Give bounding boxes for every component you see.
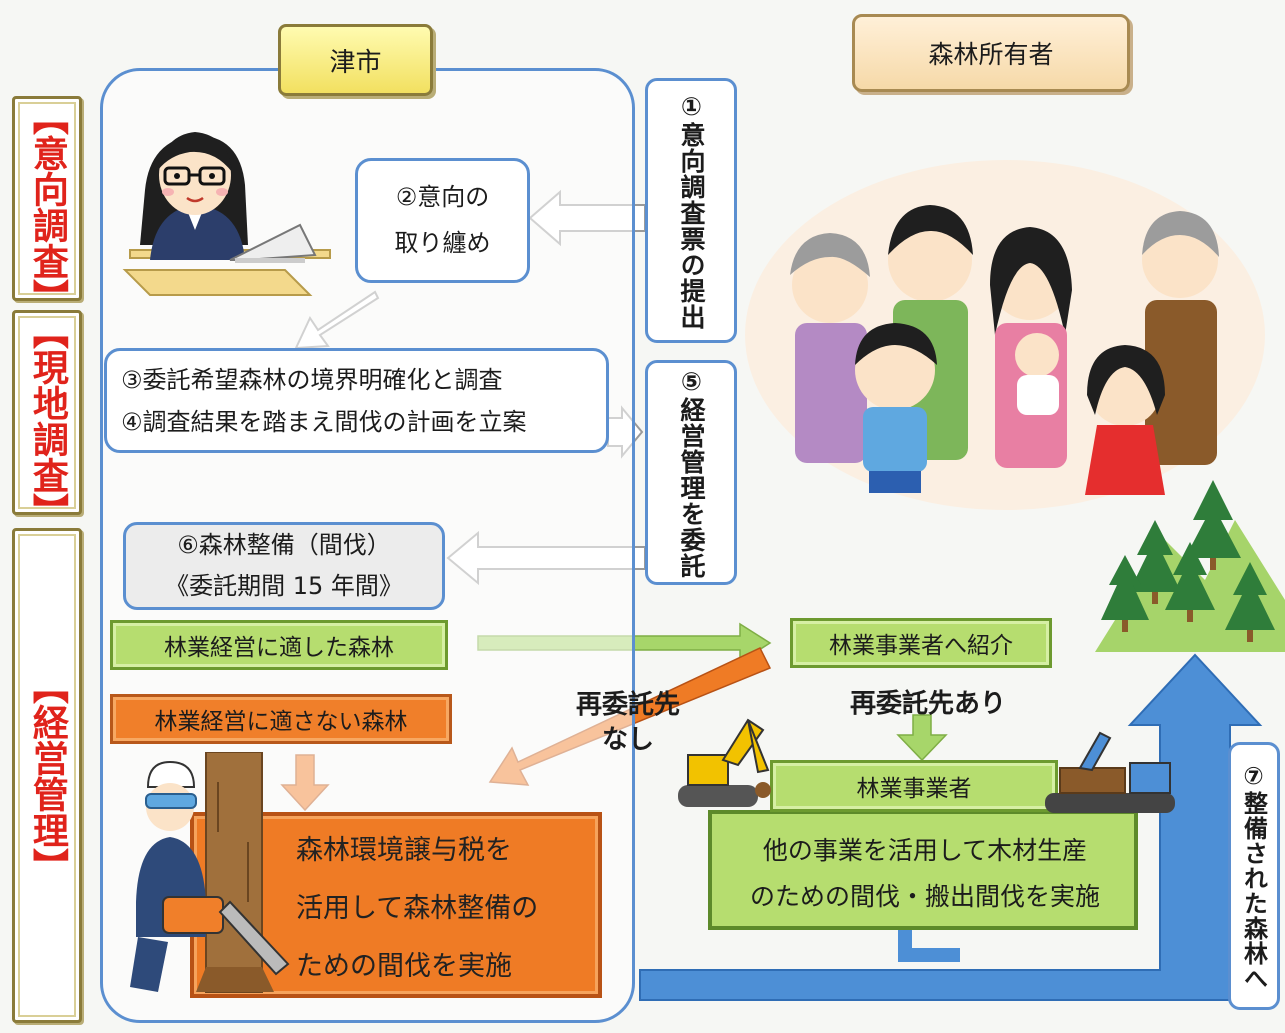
excavator-illustration xyxy=(678,718,771,807)
city-thinning-text: 森林環境譲与税を 活用して森林整備の ための間伐を実施 xyxy=(296,822,596,996)
step1-text: ①意向調査票の提出 xyxy=(677,91,706,330)
city-outcome-line1: 森林環境譲与税を xyxy=(296,835,512,866)
operator-outcome-line2: のための間伐・搬出間伐を実施 xyxy=(749,882,1100,911)
operator-thinning-text: 他の事業を活用して木材生産 のための間伐・搬出間伐を実施 xyxy=(720,828,1130,920)
phase-survey-label: 【意向調査】 xyxy=(12,96,82,315)
phase-management-label: 【経営管理】 xyxy=(12,528,82,1023)
introduce-operator-bar: 林業事業者へ紹介 xyxy=(790,618,1052,668)
step6-box: ⑥森林整備（間伐） 《委託期間 15 年間》 xyxy=(123,522,445,610)
forwarder-illustration xyxy=(1045,731,1175,813)
step5-text: ⑤経営管理を委託 xyxy=(677,366,706,579)
operator-thinning-box xyxy=(708,810,1138,930)
step5-box: ⑤経営管理を委託 xyxy=(645,360,737,585)
step2-line1: ②意向の xyxy=(395,182,490,211)
operator-connector xyxy=(898,930,960,962)
no-recontract-line1: 再委託先 xyxy=(575,690,680,720)
forest-trees-illustration xyxy=(1095,480,1285,652)
unsuitable-forest-bar: 林業経営に適さない森林 xyxy=(110,694,452,744)
step7-box: ⑦整備された森林へ xyxy=(1228,742,1280,1010)
no-recontract-label: 再委託先 なし xyxy=(548,688,708,758)
owner-header: 森林所有者 xyxy=(852,14,1130,92)
worker-chainsaw-illustration xyxy=(130,752,290,993)
operator-outcome-line1: 他の事業を活用して木材生産 xyxy=(762,836,1088,865)
city-outcome-line3: ための間伐を実施 xyxy=(296,951,512,982)
no-recontract-line2: なし xyxy=(601,725,654,756)
step6-line1: ⑥森林整備（間伐） xyxy=(177,531,391,560)
step4-text: ④調査結果を踏まえ間伐の計画を立案 xyxy=(121,408,527,436)
step6-line2: 《委託期間 15 年間》 xyxy=(165,572,403,600)
step3-text: ③委託希望森林の境界明確化と調査 xyxy=(121,366,503,394)
green-arrow-operator xyxy=(896,714,948,762)
step1-box: ①意向調査票の提出 xyxy=(645,78,737,343)
suitable-forest-bar: 林業経営に適した森林 xyxy=(110,620,448,670)
step2-line2: 取り纏め xyxy=(394,228,491,257)
city-staff-illustration xyxy=(122,132,331,296)
with-recontract-label: 再委託先あり xyxy=(849,689,1006,719)
step2-box: ②意向の 取り纏め xyxy=(355,158,530,283)
step3-4-box: ③委託希望森林の境界明確化と調査 ④調査結果を踏まえ間伐の計画を立案 xyxy=(104,348,609,453)
city-outcome-line2: 活用して森林整備の xyxy=(296,893,539,924)
operator-bar: 林業事業者 xyxy=(770,760,1058,812)
phase-field-label: 【現地調査】 xyxy=(12,310,82,529)
forest-owner-family-illustration xyxy=(745,160,1265,510)
city-header: 津市 xyxy=(278,24,433,96)
step7-text: ⑦整備された森林へ xyxy=(1239,761,1268,991)
